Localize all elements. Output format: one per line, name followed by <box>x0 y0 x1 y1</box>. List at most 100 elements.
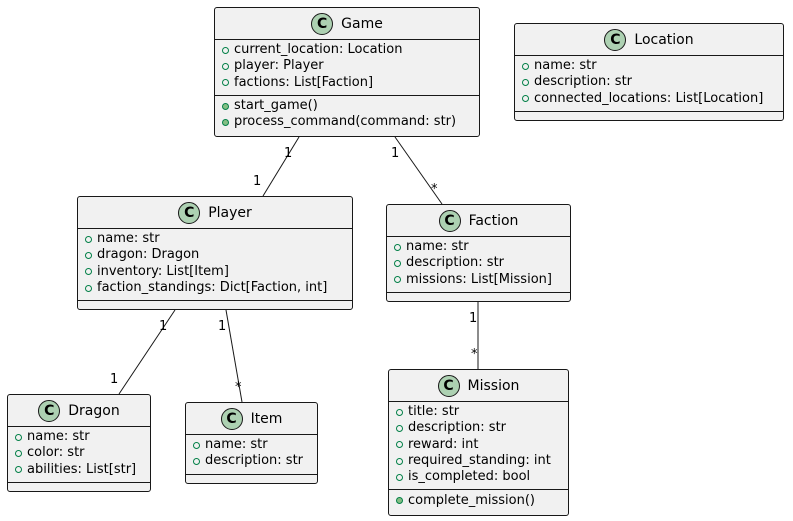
public-visibility-icon <box>396 473 403 481</box>
attribute: faction_standings: Dict[Faction, int] <box>78 280 352 296</box>
attribute: reward: int <box>389 437 568 453</box>
public-visibility-icon <box>193 457 200 465</box>
attributes-compartment: name: str description: str missions: Lis… <box>387 237 570 292</box>
multiplicity-label-from: 1 <box>469 311 477 326</box>
attribute: description: str <box>186 453 317 469</box>
multiplicity-label-from: 1 <box>218 319 226 334</box>
public-visibility-icon <box>85 251 92 259</box>
attributes-compartment: name: str color: str abilities: List[str… <box>8 427 150 482</box>
attribute: current_location: Location <box>215 42 479 58</box>
public-method-icon <box>222 102 229 110</box>
association-line-player-dragon <box>118 309 176 395</box>
class-name: Location <box>634 31 694 48</box>
public-visibility-icon <box>396 457 403 465</box>
multiplicity-label-to: 1 <box>253 174 261 189</box>
public-visibility-icon <box>193 441 200 449</box>
operations-compartment <box>186 473 317 487</box>
public-visibility-icon <box>15 466 22 474</box>
class-header: C Dragon <box>8 395 150 427</box>
class-mission[interactable]: C Mission title: str description: str re… <box>388 369 569 516</box>
class-faction[interactable]: C Faction name: str description: str mis… <box>386 204 571 302</box>
attribute: abilities: List[str] <box>8 462 150 478</box>
public-method-icon <box>396 497 403 505</box>
class-dragon[interactable]: C Dragon name: str color: str abilities:… <box>7 394 151 492</box>
class-c-icon: C <box>178 201 201 224</box>
public-visibility-icon <box>222 62 229 70</box>
public-visibility-icon <box>222 46 229 54</box>
multiplicity-label-from: 1 <box>391 146 399 161</box>
operations-compartment <box>515 110 783 124</box>
attribute: is_completed: bool <box>389 469 568 485</box>
operations-compartment <box>387 291 570 305</box>
class-location[interactable]: C Location name: str description: str co… <box>514 23 784 121</box>
attribute: connected_locations: List[Location] <box>515 91 783 107</box>
attribute: player: Player <box>215 58 479 74</box>
public-visibility-icon <box>396 408 403 416</box>
public-visibility-icon <box>394 243 401 251</box>
attributes-compartment: name: str description: str <box>186 435 317 474</box>
operations-compartment <box>78 300 352 313</box>
public-visibility-icon <box>396 424 403 432</box>
class-header: C Mission <box>389 370 568 402</box>
public-visibility-icon <box>394 259 401 267</box>
public-visibility-icon <box>222 79 229 87</box>
attribute: inventory: List[Item] <box>78 264 352 280</box>
class-name: Mission <box>467 377 520 394</box>
class-c-icon: C <box>437 374 460 397</box>
class-c-icon: C <box>604 28 627 51</box>
association-line-player-item <box>225 309 243 403</box>
public-visibility-icon <box>522 62 529 70</box>
attributes-compartment: current_location: Location player: Playe… <box>215 40 479 95</box>
attribute: name: str <box>186 437 317 453</box>
attribute: name: str <box>387 239 570 255</box>
class-name: Item <box>250 410 283 427</box>
multiplicity-label-from: 1 <box>284 146 292 161</box>
public-method-icon <box>222 118 229 126</box>
public-visibility-icon <box>85 284 92 292</box>
operation: start_game() <box>215 98 479 114</box>
class-c-icon: C <box>438 209 461 232</box>
attribute: required_standing: int <box>389 453 568 469</box>
class-name: Faction <box>468 212 519 229</box>
attribute: factions: List[Faction] <box>215 75 479 91</box>
operations-compartment <box>8 481 150 495</box>
class-item[interactable]: C Item name: str description: str <box>185 402 318 484</box>
public-visibility-icon <box>85 235 92 243</box>
class-header: C Faction <box>387 205 570 237</box>
attribute: title: str <box>389 404 568 420</box>
class-header: C Location <box>515 24 783 56</box>
attribute: description: str <box>515 74 783 90</box>
public-visibility-icon <box>522 95 529 103</box>
attribute: name: str <box>8 429 150 445</box>
multiplicity-label-to: * <box>431 182 438 197</box>
multiplicity-label-to: 1 <box>110 372 118 387</box>
class-header: C Player <box>78 197 352 229</box>
operation: complete_mission() <box>389 492 568 508</box>
operation: process_command(command: str) <box>215 114 479 130</box>
class-player[interactable]: C Player name: str dragon: Dragon invent… <box>77 196 353 310</box>
public-visibility-icon <box>394 276 401 284</box>
class-name: Player <box>208 204 252 221</box>
public-visibility-icon <box>85 268 92 276</box>
multiplicity-label-to: * <box>471 347 478 362</box>
class-header: C Game <box>215 8 479 40</box>
attribute: dragon: Dragon <box>78 247 352 263</box>
class-game[interactable]: C Game current_location: Location player… <box>214 7 480 137</box>
attribute: missions: List[Mission] <box>387 272 570 288</box>
attributes-compartment: title: str description: str reward: int … <box>389 402 568 489</box>
public-visibility-icon <box>15 449 22 457</box>
attributes-compartment: name: str description: str connected_loc… <box>515 56 783 111</box>
class-c-icon: C <box>311 12 334 35</box>
attribute: name: str <box>515 58 783 74</box>
association-line-game-player <box>262 136 300 197</box>
attribute: color: str <box>8 445 150 461</box>
attributes-compartment: name: str dragon: Dragon inventory: List… <box>78 229 352 300</box>
public-visibility-icon <box>396 441 403 449</box>
attribute: name: str <box>78 231 352 247</box>
class-c-icon: C <box>38 399 61 422</box>
attribute: description: str <box>389 420 568 436</box>
attribute: description: str <box>387 255 570 271</box>
class-c-icon: C <box>220 407 243 430</box>
association-line-game-faction <box>394 136 443 205</box>
